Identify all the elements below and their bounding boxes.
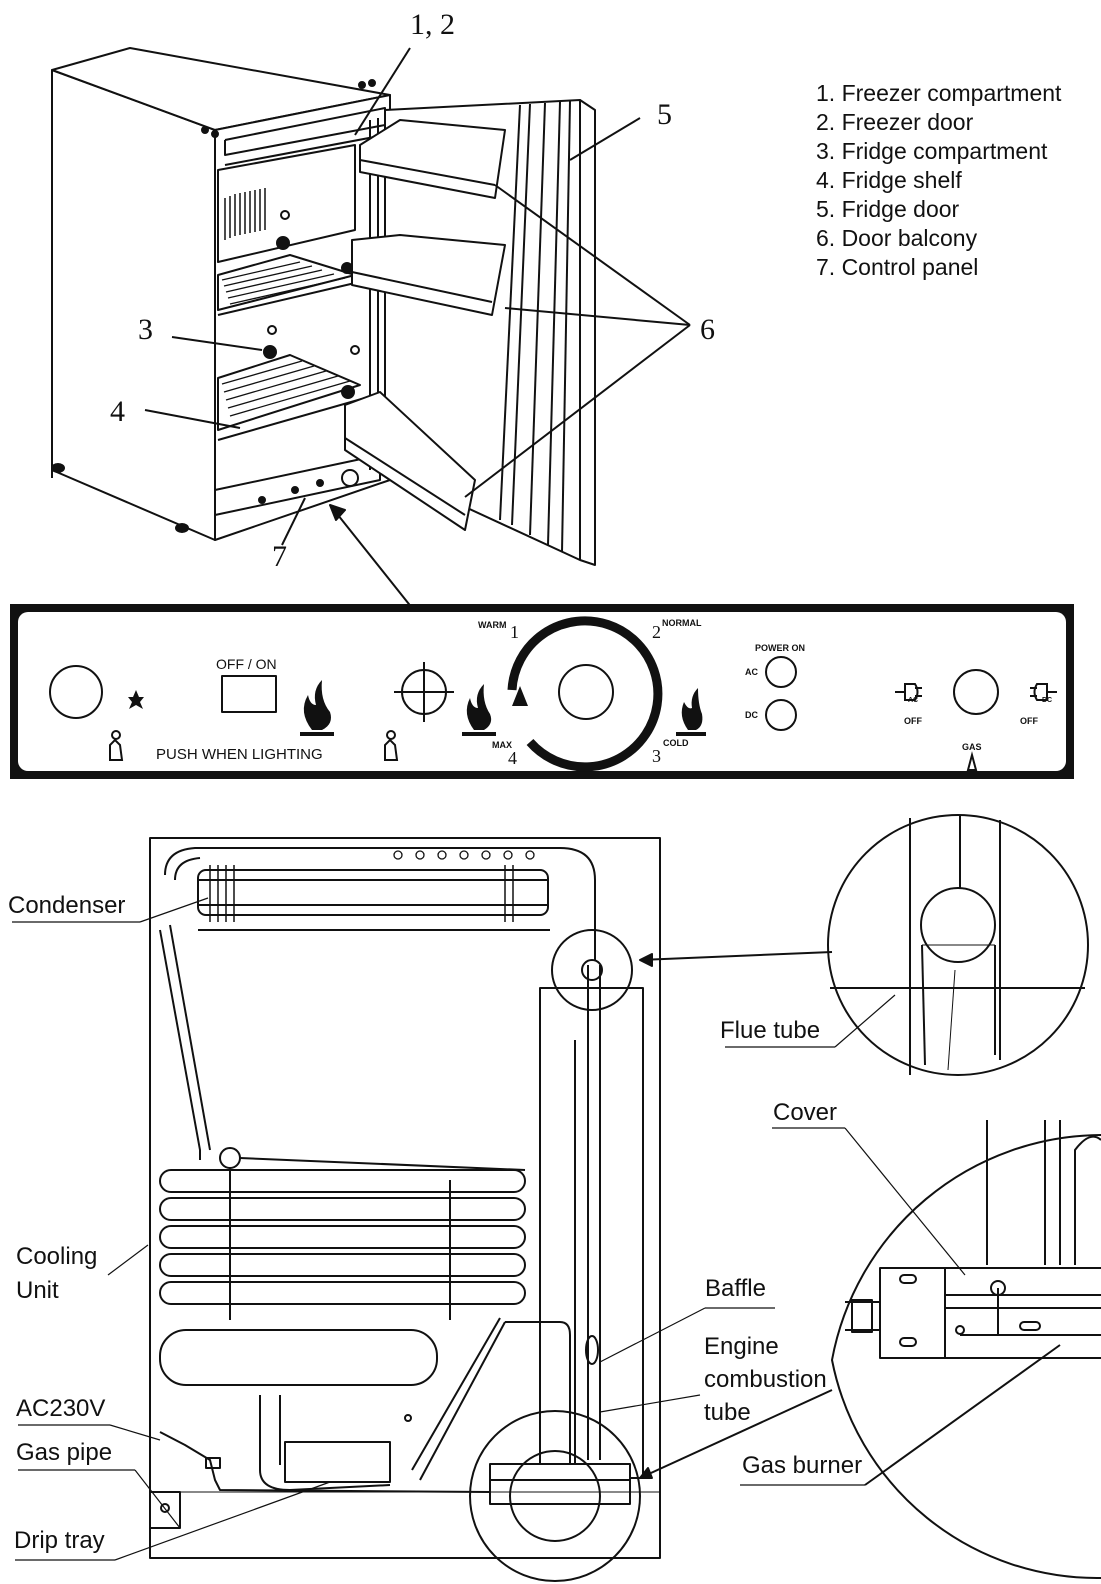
off-label-left: OFF [904, 716, 922, 726]
dial-position-4: 4 [508, 748, 517, 768]
fridge-back [149, 837, 661, 1582]
flame-icon [300, 680, 706, 736]
ac230v-label: AC230V [16, 1395, 106, 1422]
ac-indicator-label: AC [745, 667, 758, 677]
max-label: MAX [492, 740, 512, 750]
callout-6: 6 [700, 313, 715, 346]
callout-3: 3 [138, 313, 153, 346]
fridge-cabinet [51, 47, 391, 541]
push-when-lighting-label: PUSH WHEN LIGHTING [156, 746, 323, 763]
cold-label: COLD [663, 738, 689, 748]
legend-item: 2. Freezer door [816, 109, 974, 135]
engine-combustion-tube-label: Engine combustion tube [704, 1333, 827, 1426]
parts-legend: 1. Freezer compartment 2. Freezer door 3… [816, 79, 1061, 282]
gas-label: GAS [962, 742, 982, 752]
gas-knob[interactable] [953, 669, 999, 715]
off-on-label: OFF / ON [216, 656, 277, 672]
thermostat-knob[interactable] [558, 664, 614, 720]
plug-icon [895, 683, 1057, 701]
dc-indicator-label: DC [745, 710, 758, 720]
callout-4: 4 [110, 395, 125, 428]
cover-label: Cover [773, 1099, 838, 1126]
callout-7: 7 [272, 540, 287, 573]
cooling-unit-label: Cooling Unit [16, 1243, 98, 1304]
legend-item: 6. Door balcony [816, 225, 978, 251]
callout-5: 5 [657, 98, 672, 131]
legend-item: 1. Freezer compartment [816, 80, 1062, 106]
dial-position-1: 1 [510, 622, 519, 642]
callout-1-2: 1, 2 [410, 8, 455, 41]
ac-plug-label: AC [908, 697, 919, 704]
ignition-button[interactable] [49, 665, 103, 719]
gas-pipe-label: Gas pipe [16, 1439, 113, 1466]
legend-item: 5. Fridge door [816, 196, 960, 222]
legend-item: 7. Control panel [816, 254, 979, 280]
warm-label: WARM [478, 620, 507, 630]
fridge-door [344, 99, 596, 566]
power-on-label: POWER ON [755, 643, 806, 653]
legend-item: 3. Fridge compartment [816, 138, 1048, 164]
drip-tray-label: Drip tray [14, 1527, 105, 1554]
normal-label: NORMAL [662, 618, 702, 628]
dc-plug-label: DC [1042, 697, 1053, 704]
baffle-label: Baffle [705, 1275, 766, 1302]
off-label-right: OFF [1020, 716, 1038, 726]
gas-burner-label: Gas burner [742, 1452, 863, 1479]
dial-position-2: 2 [652, 622, 661, 642]
zoom-gas-burner [639, 1120, 1101, 1580]
zoom-flue-tube [639, 814, 1089, 1076]
hand-press-icon [109, 730, 985, 773]
condenser-label: Condenser [8, 892, 126, 919]
dial-position-3: 3 [652, 746, 661, 766]
snowflake-icon [128, 690, 144, 709]
power-switch[interactable] [221, 675, 277, 713]
legend-item: 4. Fridge shelf [816, 167, 962, 193]
flue-tube-label: Flue tube [720, 1017, 821, 1044]
